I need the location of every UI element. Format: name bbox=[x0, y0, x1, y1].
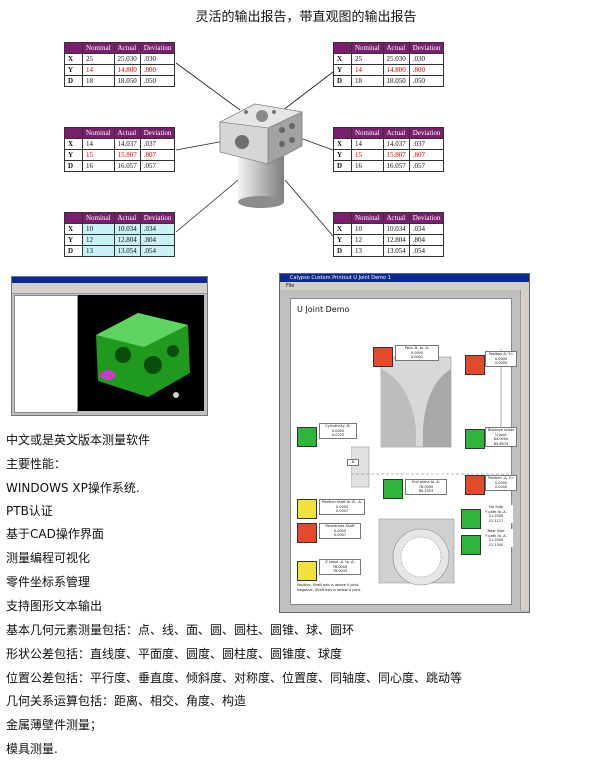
position-icon-mid bbox=[465, 475, 485, 495]
feature-line-5: 基于CAD操作界面 bbox=[6, 527, 104, 541]
end-plane-icon bbox=[383, 479, 403, 499]
roundness-icon bbox=[297, 523, 317, 543]
feature-line-1: 中文或是英文版本测量软件 bbox=[6, 433, 151, 447]
z-value-icon bbox=[297, 561, 317, 581]
feature-line-3: WINDOWS XP操作系统. bbox=[6, 481, 140, 495]
feature-line-7: 零件坐标系管理 bbox=[6, 575, 91, 589]
feature-line-4: PTB认证 bbox=[6, 504, 53, 518]
page-heading: 灵活的输出报告，带直观图的输出报告 bbox=[195, 10, 417, 25]
feature-line-8: 支持图形文本输出 bbox=[6, 599, 103, 613]
cad-model-view bbox=[96, 313, 190, 398]
feature-line-10: 形状公差包括：直线度、平面度、圆度、圆柱度、圆锥度、球度 bbox=[6, 647, 343, 661]
feature-line-12: 几何关系运算包括：距离、相交、角度、构造 bbox=[6, 694, 247, 708]
datum-b-label: -B- bbox=[347, 459, 359, 466]
part-illustration bbox=[218, 103, 303, 208]
feature-line-14: 模具测量. bbox=[6, 742, 58, 756]
feature-line-11: 位置公差包括：平行度、垂直度、倾斜度、对称度、位置度、同轴度、同心度、跳动等 bbox=[6, 671, 463, 685]
report-window-title: Calypso Custom Printout U Joint Demo 1 bbox=[280, 274, 529, 282]
cad-software-screenshot bbox=[11, 276, 208, 416]
feature-line-2: 主要性能： bbox=[6, 457, 67, 471]
report-scrollbar[interactable] bbox=[520, 290, 529, 610]
position-shaft-icon bbox=[297, 499, 317, 519]
feature-line-13: 金属薄壁件测量； bbox=[6, 718, 103, 732]
distance-icon bbox=[465, 429, 485, 449]
report-menu-file[interactable]: File bbox=[280, 282, 529, 290]
position-icon-top bbox=[465, 355, 485, 375]
near-side-icon bbox=[461, 535, 481, 555]
u-joint-drawing bbox=[351, 329, 511, 599]
feature-line-6: 测量编程可视化 bbox=[6, 551, 91, 565]
feature-line-9: 基本几何元素测量包括：点、线、面、圆、圆柱、圆锥、球、圆环 bbox=[6, 623, 355, 637]
report-footnote: Positive, Shaft axis is above U joint.Ne… bbox=[297, 583, 375, 592]
cylindricity-icon bbox=[297, 427, 317, 447]
report-doc-title: U Joint Demo bbox=[297, 305, 350, 314]
report-screenshot: Calypso Custom Printout U Joint Demo 1 F… bbox=[279, 273, 530, 613]
perpendicularity-icon bbox=[373, 347, 393, 367]
far-side-icon bbox=[461, 509, 481, 529]
